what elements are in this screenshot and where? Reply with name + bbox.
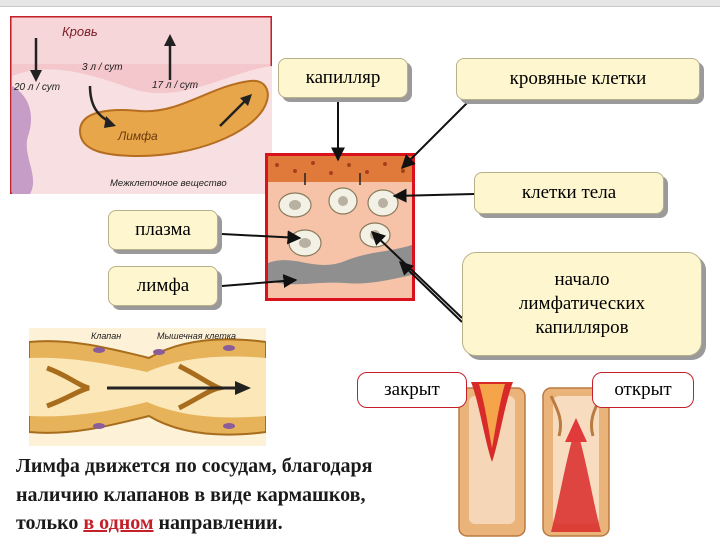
- blood-lymph-illustration: Кровь 20 л / сут 3 л / сут 17 л / сут Ли…: [10, 16, 272, 194]
- caption-line3: только в одном направлении.: [16, 509, 466, 538]
- rate-lymph-label: 3 л / сут: [82, 62, 123, 73]
- vessels-illustration: [458, 382, 610, 537]
- rate-in-label: 20 л / сут: [13, 82, 60, 93]
- capillary-label: капилляр: [278, 58, 408, 98]
- valves-illustration: Клапан Мышечная клетка: [29, 328, 266, 446]
- blood-label: Кровь: [62, 24, 98, 39]
- lymph-label: Лимфа: [117, 129, 158, 143]
- plasma-label: плазма: [108, 210, 218, 250]
- valve-label: Клапан: [91, 331, 121, 341]
- caption-line3-post: направлении.: [153, 512, 283, 535]
- lymph-capillaries-label: начало лимфатических капилляров: [462, 252, 702, 356]
- open-label: открыт: [592, 372, 694, 408]
- body-cells-label: клетки тела: [474, 172, 664, 214]
- closed-label: закрыт: [357, 372, 467, 408]
- muscle-cell-label: Мышечная клетка: [157, 331, 236, 341]
- blood-cells-label: кровяные клетки: [456, 58, 700, 100]
- top-rule: [0, 0, 720, 6]
- tissue-illustration: [265, 153, 415, 301]
- caption-line2: наличию клапанов в виде кармашков,: [16, 483, 366, 506]
- rate-out-label: 17 л / сут: [152, 80, 198, 91]
- caption-highlight: в одном: [83, 512, 154, 535]
- lymph-capillaries-text: начало лимфатических капилляров: [519, 268, 645, 339]
- lymph-capillaries-line2: лимфатических: [518, 293, 646, 315]
- lymph-capillaries-line3: капилляров: [535, 316, 629, 338]
- interstitial-label: Межклеточное вещество: [110, 178, 227, 189]
- caption-line3-pre: только: [16, 512, 84, 535]
- lymph-capillaries-line1: начало: [554, 269, 610, 291]
- top-rule-line: [0, 6, 720, 7]
- caption: Лимфа движется по сосудам, благодаря нал…: [16, 452, 466, 538]
- caption-line1: Лимфа движется по сосудам, благодаря: [16, 455, 373, 477]
- lymph-label-box: лимфа: [108, 266, 218, 306]
